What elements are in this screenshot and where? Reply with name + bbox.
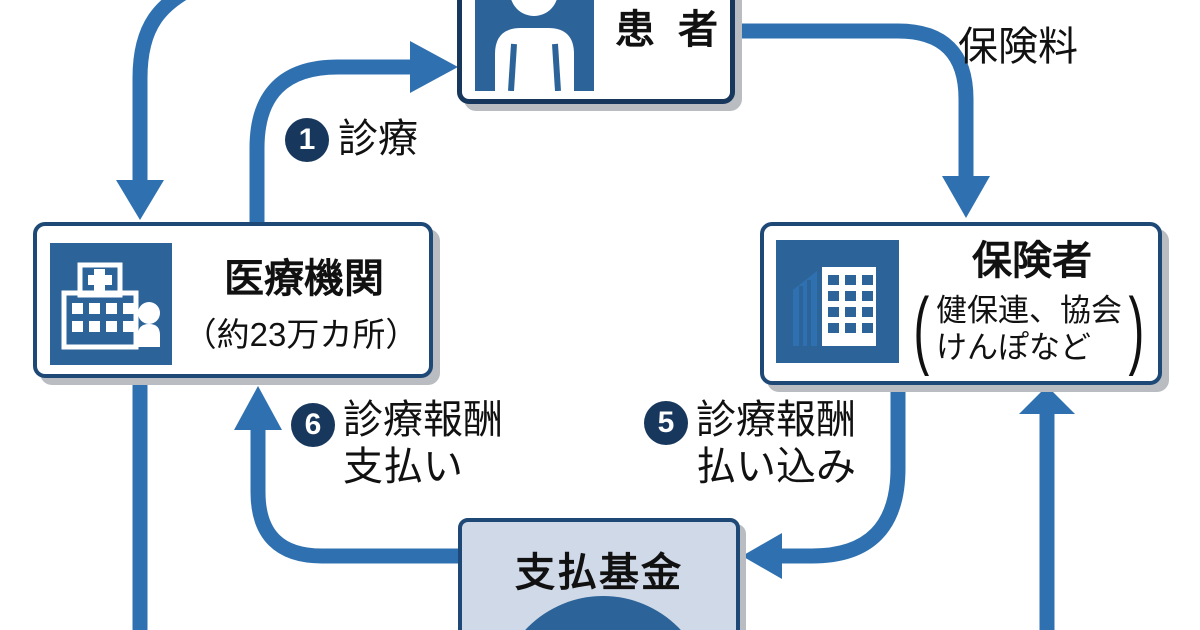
step6-number-badge: 6 bbox=[291, 403, 335, 447]
step5-label: 診療報酬 払い込み bbox=[696, 397, 856, 491]
person-icon bbox=[475, 0, 594, 92]
step5-number-badge: 5 bbox=[644, 401, 688, 445]
medical-subtitle: （約23万カ所） bbox=[183, 316, 419, 353]
step1-number-badge: 1 bbox=[285, 118, 329, 162]
arrow-up-to-insurer bbox=[1019, 386, 1075, 630]
arrow-step6-payout bbox=[234, 386, 458, 564]
arrow-premium bbox=[740, 23, 990, 218]
fund-badge-label: 審査 bbox=[553, 618, 653, 630]
arrow-step1-treatment bbox=[249, 41, 458, 224]
step6-label: 診療報酬 支払い bbox=[343, 397, 503, 491]
step5-label-line2: 払い込み bbox=[696, 445, 856, 489]
insurer-node: 保険者 ( 健保連、協会 けんぽなど ) bbox=[760, 222, 1162, 385]
insurer-subtitle-line2: けんぽなど bbox=[936, 330, 1091, 365]
building-icon bbox=[776, 240, 899, 363]
fund-badge-circle: 審査 bbox=[497, 596, 709, 630]
medical-node: 医療機関 （約23万カ所） bbox=[33, 222, 433, 378]
fund-node: 支払基金 審査 bbox=[458, 518, 740, 630]
insurer-subtitle-line1: 健保連、協会 bbox=[936, 293, 1122, 328]
patient-title: 患 者 bbox=[614, 8, 725, 52]
insurer-title: 保険者 bbox=[972, 239, 1092, 283]
arrow-down-to-medical bbox=[116, 0, 187, 220]
step5-label-line1: 診療報酬 bbox=[696, 398, 856, 442]
step1-label: 診療 bbox=[338, 117, 418, 161]
premium-label: 保険料 bbox=[958, 25, 1078, 69]
fund-title: 支払基金 bbox=[515, 551, 683, 595]
insurer-subtitle: ( 健保連、協会 けんぽなど ) bbox=[896, 278, 1162, 380]
paren-close: ) bbox=[1128, 281, 1145, 377]
medical-title: 医療機関 bbox=[224, 257, 384, 301]
hospital-icon bbox=[50, 243, 172, 365]
patient-node: 患 者 bbox=[457, 0, 735, 104]
step6-label-line2: 支払い bbox=[343, 445, 463, 489]
arrow-step5-payin bbox=[742, 383, 906, 579]
paren-open: ( bbox=[913, 281, 930, 377]
step6-label-line1: 診療報酬 bbox=[343, 398, 503, 442]
